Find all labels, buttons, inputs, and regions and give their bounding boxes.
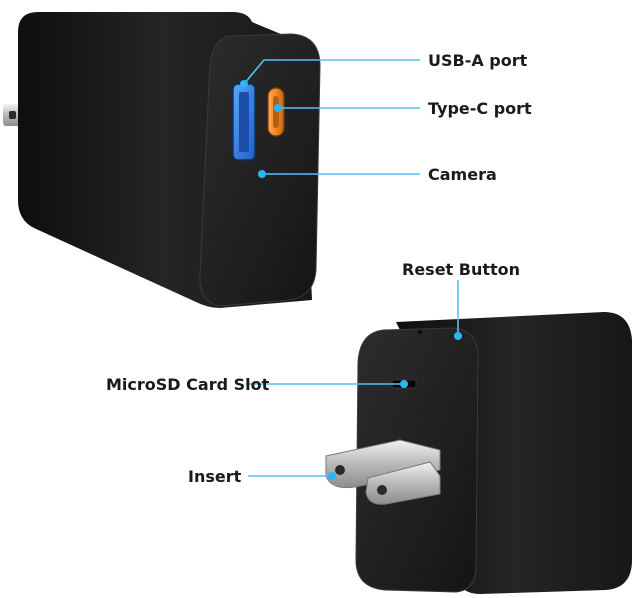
usb-a-callout-dot <box>240 80 248 88</box>
reset-button-hole <box>418 330 422 334</box>
type-c-callout-dot <box>274 104 282 112</box>
type-c-label: Type-C port <box>428 99 532 118</box>
reset-button-label: Reset Button <box>402 260 520 279</box>
bottom-prongs <box>325 439 441 505</box>
top-device-front-face <box>199 33 321 307</box>
microsd-callout-dot <box>400 380 408 388</box>
insert-label: Insert <box>188 467 242 486</box>
insert-callout-dot <box>328 472 336 480</box>
camera-callout-dot <box>258 170 266 178</box>
bottom-device <box>325 312 632 594</box>
camera-label: Camera <box>428 165 497 184</box>
usb-a-label: USB-A port <box>428 51 528 70</box>
microsd-label: MicroSD Card Slot <box>106 375 270 394</box>
callouts: USB-A port Type-C port Camera Reset Butt… <box>106 51 532 486</box>
top-device <box>3 12 321 308</box>
usb-a-callout-line <box>243 59 420 85</box>
reset-callout-dot <box>454 332 462 340</box>
